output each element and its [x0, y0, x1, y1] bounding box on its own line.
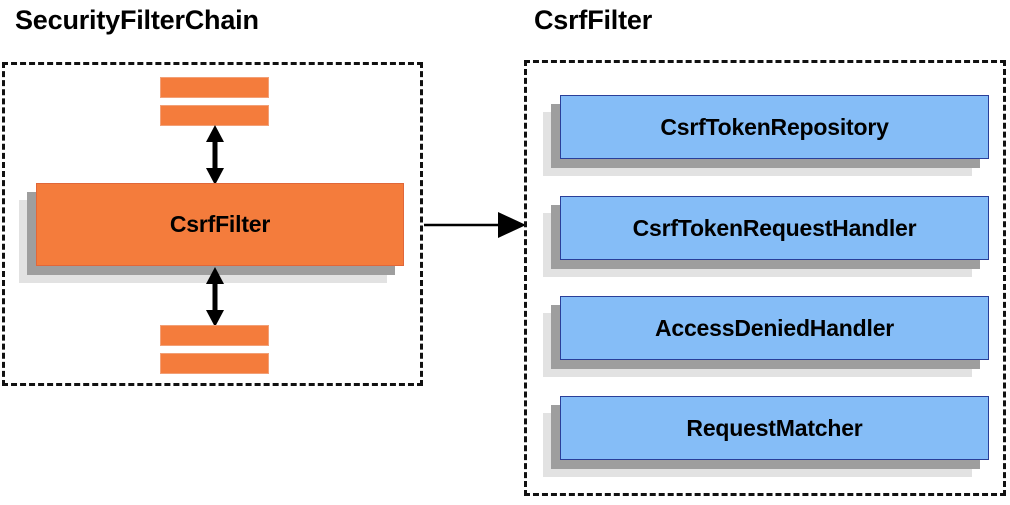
- collaborator-label: CsrfTokenRequestHandler: [632, 214, 917, 241]
- filter-bar-bottom-1: [160, 325, 269, 346]
- right-panel-title: CsrfFilter: [534, 5, 653, 35]
- collaborator-label: RequestMatcher: [686, 414, 863, 441]
- collaborator-node-requestmatcher[interactable]: RequestMatcher: [543, 396, 989, 477]
- collaborator-face: CsrfTokenRepository: [560, 95, 989, 159]
- collaborator-label: AccessDeniedHandler: [654, 314, 895, 341]
- filter-bar-bottom-2: [160, 353, 269, 374]
- collaborator-node-accessdeniedhandler[interactable]: AccessDeniedHandler: [543, 296, 989, 377]
- csrffilter-collaborators-container: [524, 60, 1006, 496]
- csrffilter-label: CsrfFilter: [169, 211, 271, 237]
- collaborator-node-csrftokenrepository[interactable]: CsrfTokenRepository: [543, 95, 989, 176]
- double-arrow-below-csrffilter: [206, 267, 224, 327]
- collaborator-face: AccessDeniedHandler: [560, 296, 989, 360]
- security-filter-chain-container: [2, 62, 423, 386]
- double-arrow-above-csrffilter: [206, 125, 224, 185]
- filter-bar-top-2: [160, 105, 269, 126]
- collaborator-face: RequestMatcher: [560, 396, 989, 460]
- filter-bar-top-1: [160, 77, 269, 98]
- csrffilter-face: CsrfFilter: [36, 183, 404, 266]
- expand-arrow: [424, 212, 526, 238]
- collaborator-face: CsrfTokenRequestHandler: [560, 196, 989, 260]
- collaborator-node-csrftokenrequesthandler[interactable]: CsrfTokenRequestHandler: [543, 196, 989, 277]
- csrffilter-node[interactable]: CsrfFilter: [19, 183, 404, 283]
- left-panel-title: SecurityFilterChain: [15, 5, 259, 35]
- collaborator-label: CsrfTokenRepository: [660, 113, 889, 140]
